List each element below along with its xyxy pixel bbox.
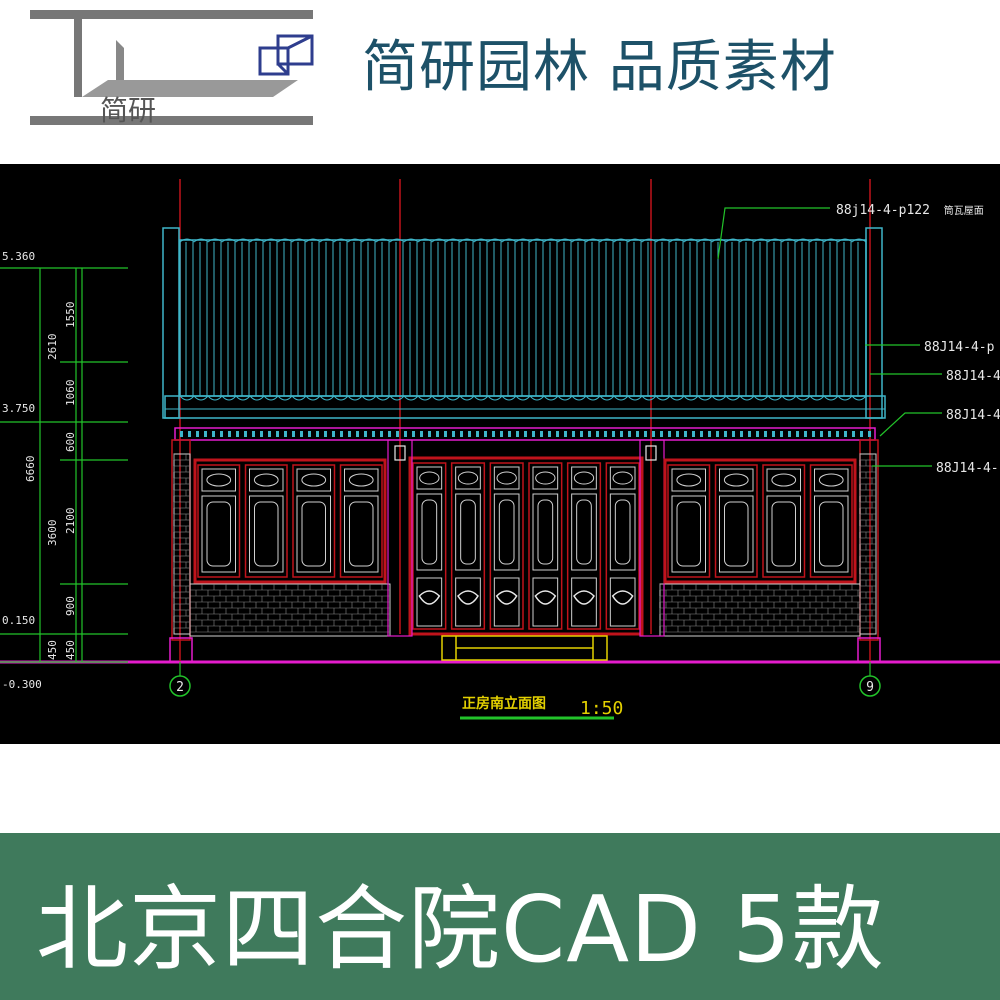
level-ground: -0.300 — [2, 678, 42, 691]
axis-bubble-right: 9 — [866, 680, 874, 695]
left-window — [193, 458, 387, 584]
banner-title: 北京四合院CAD 5款 — [36, 876, 885, 983]
right-note-3: 88J14-4 — [946, 408, 1000, 423]
dim-1060: 1060 — [64, 380, 77, 407]
drawing-scale: 1:50 — [580, 698, 623, 719]
svg-text:88j14-4-p122 筒瓦屋面: 88j14-4-p122 筒瓦屋面 — [836, 203, 984, 218]
logo-text: 简研 — [100, 94, 156, 127]
dim-2610: 2610 — [46, 334, 59, 361]
bottom-banner: 北京四合院CAD 5款 — [0, 833, 1000, 1000]
dim-900: 900 — [64, 596, 77, 616]
center-doors — [387, 439, 665, 637]
brand-title: 简研园林 品质素材 — [362, 35, 837, 100]
dim-2100: 2100 — [64, 508, 77, 535]
brand-logo: 简研 — [28, 8, 343, 133]
right-window — [663, 458, 857, 584]
drawing-caption: 正房南立面图 — [462, 695, 546, 712]
level-floor: 0.150 — [2, 614, 35, 627]
roof — [179, 238, 867, 401]
axis-bubble-left: 2 — [176, 680, 184, 695]
right-note-1: 88J14-4-p — [924, 340, 995, 355]
level-eave: 3.750 — [2, 402, 35, 415]
roof-note: 88j14-4-p122 — [836, 203, 930, 218]
right-note-4: 88J14-4- — [936, 461, 999, 476]
level-top: 5.360 — [2, 250, 35, 263]
dim-6660: 6660 — [24, 456, 37, 483]
dim-450-inner: 450 — [64, 640, 77, 660]
right-note-2: 88J14-4 — [946, 369, 1000, 384]
dim-1550: 1550 — [64, 302, 77, 329]
dim-450-mid: 450 — [46, 640, 59, 660]
roof-note-suffix: 筒瓦屋面 — [944, 204, 984, 217]
dim-3600: 3600 — [46, 520, 59, 547]
cad-elevation-drawing: 88j14-4-p122 筒瓦屋面 88J14-4-p 88J14-4 88J1… — [0, 164, 1000, 744]
dim-600: 600 — [64, 432, 77, 452]
